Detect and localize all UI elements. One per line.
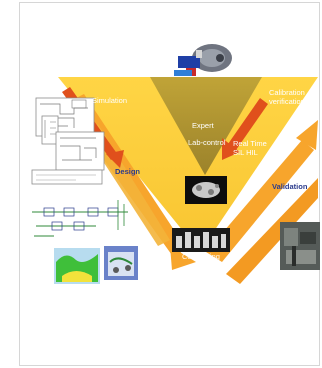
v-inner-zone bbox=[150, 77, 262, 175]
gear-pump-icon bbox=[185, 176, 227, 204]
calibration-label: Calibration bbox=[269, 88, 305, 97]
simulation-plot-thumbnails bbox=[54, 246, 138, 284]
block-diagram bbox=[32, 200, 128, 237]
lab-control-label: Lab-control bbox=[188, 138, 226, 147]
sil-hil-label: SIL HIL bbox=[233, 148, 258, 157]
validation-label: Validation bbox=[272, 182, 308, 191]
simulation-label: Simulation bbox=[92, 96, 127, 105]
verification-label: verification bbox=[269, 97, 305, 106]
component-label: Composing bbox=[182, 252, 220, 261]
component-rig-icon bbox=[172, 228, 230, 252]
calibration-arrow bbox=[228, 98, 268, 150]
calibration-arrow-head bbox=[222, 138, 240, 160]
schematic-diagrams bbox=[31, 97, 105, 185]
engine-model-icon bbox=[174, 44, 232, 76]
real-time-label: Real Time bbox=[233, 139, 267, 148]
simulation-arrow-head bbox=[106, 150, 124, 168]
design-label: Design bbox=[115, 167, 140, 176]
validation-arrow bbox=[206, 140, 314, 262]
expert-label: Expert bbox=[192, 121, 215, 130]
test-bench-photo bbox=[280, 222, 320, 270]
validation-arrow-lower bbox=[226, 178, 318, 284]
design-arrow-secondary bbox=[84, 124, 170, 246]
validation-arrow-head bbox=[296, 120, 318, 150]
